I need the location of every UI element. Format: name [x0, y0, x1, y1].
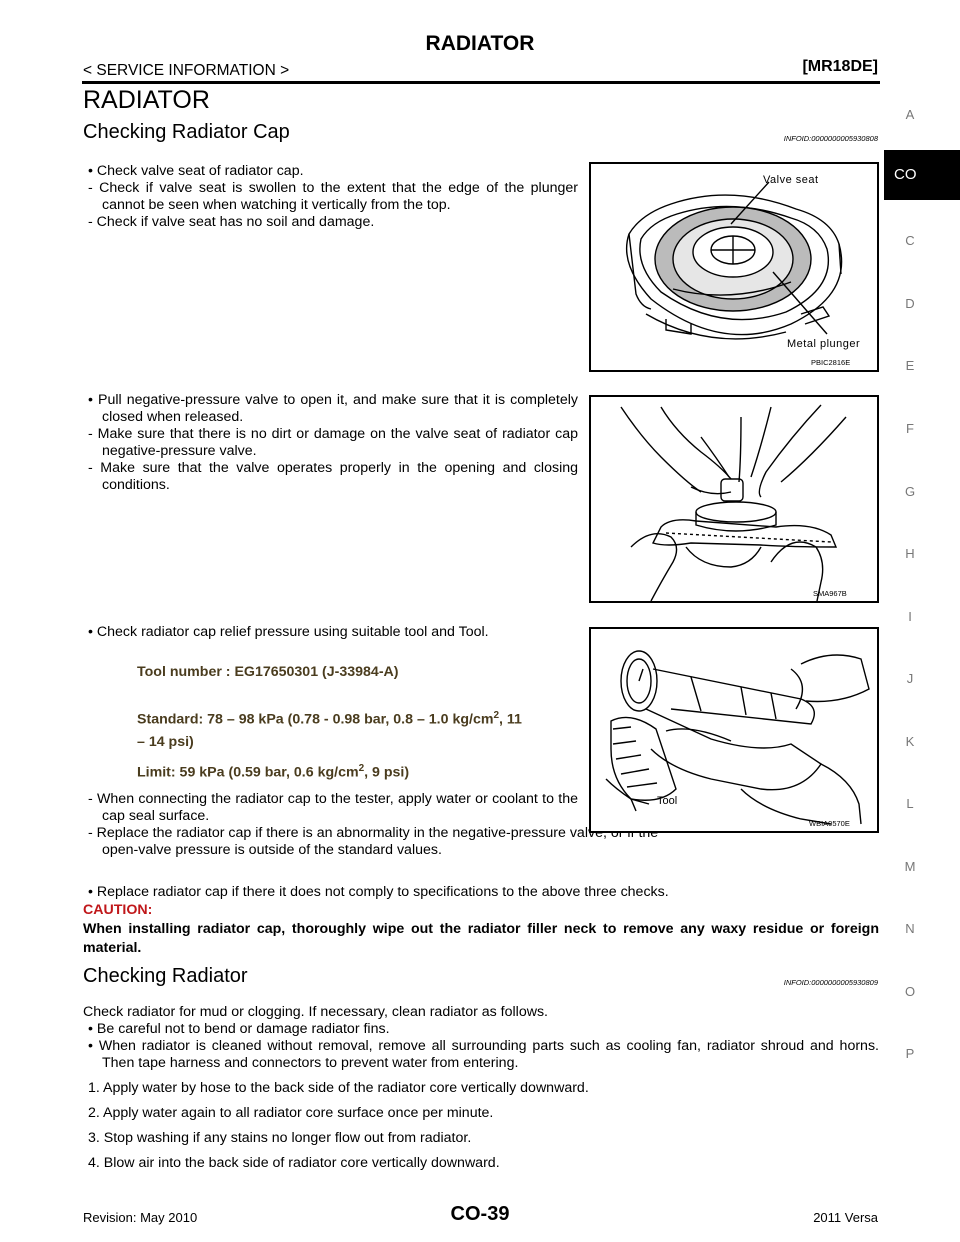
index-letter[interactable]: E: [905, 358, 915, 373]
figure-radiator-cap: Valve seat Metal plunger PBIC2816E: [589, 162, 879, 372]
superscript: 2: [358, 763, 365, 774]
page-number: CO-39: [450, 1203, 510, 1225]
index-letter[interactable]: N: [905, 921, 915, 936]
list-item: - Make sure that there is no dirt or dam…: [88, 426, 578, 459]
index-letter[interactable]: D: [905, 296, 915, 311]
infoid-radiator: INFOID:0000000005930809: [783, 978, 878, 987]
standard-spec: Standard: 78 – 98 kPa (0.78 - 0.98 bar, …: [137, 705, 587, 753]
standard-text: Standard: 78 – 98 kPa (0.78 - 0.98 bar, …: [137, 711, 494, 728]
footer-revision: Revision: May 2010: [83, 1210, 198, 1225]
index-tab-active[interactable]: CO: [884, 150, 960, 200]
pull-valve-drawing: [620, 404, 847, 601]
caution-heading: CAUTION:: [83, 902, 153, 918]
section-heading-radiator: Checking Radiator: [83, 965, 248, 987]
standard-text-cont: – 14 psi): [137, 733, 194, 750]
index-letter[interactable]: A: [905, 107, 915, 122]
figure-code: SMA967B: [813, 589, 847, 598]
figure-pressure-tester: Tool WBIA0570E: [589, 627, 879, 833]
figure-pull-valve: SMA967B: [589, 395, 879, 603]
label-valve-seat: Valve seat: [763, 174, 819, 186]
superscript: 2: [493, 710, 500, 721]
tester-notes: - When connecting the radiator cap to th…: [88, 791, 578, 825]
block-valve-seat: • Check valve seat of radiator cap. - Ch…: [88, 163, 578, 231]
label-metal-plunger: Metal plunger: [787, 338, 861, 350]
list-item: - When connecting the radiator cap to th…: [88, 791, 578, 824]
index-letter[interactable]: F: [906, 421, 914, 436]
intro-text: Check radiator for mud or clogging. If n…: [83, 1004, 548, 1020]
step-item: 3. Stop washing if any stains no longer …: [88, 1130, 472, 1146]
figure-code: WBIA0570E: [809, 819, 850, 828]
index-letter[interactable]: M: [904, 859, 916, 874]
radiator-cleaning: Check radiator for mud or clogging. If n…: [83, 1004, 879, 1172]
index-letter[interactable]: L: [906, 796, 914, 811]
radiator-cap-drawing: [625, 181, 843, 340]
limit-spec: Limit: 59 kPa (0.59 bar, 0.6 kg/cm2, 9 p…: [137, 758, 409, 784]
list-item: - Check if valve seat is swollen to the …: [88, 180, 578, 213]
replace-note: • Replace radiator cap if there it does …: [88, 884, 669, 900]
step-item: 1. Apply water by hose to the back side …: [88, 1080, 589, 1096]
standard-text-end: , 11: [499, 711, 522, 728]
index-letter[interactable]: H: [905, 546, 915, 561]
index-letter[interactable]: P: [905, 1046, 915, 1061]
index-letter[interactable]: C: [905, 233, 915, 248]
section-label: < SERVICE INFORMATION >: [83, 62, 290, 79]
section-heading-cap: Checking Radiator Cap: [83, 121, 290, 143]
index-letter[interactable]: O: [904, 984, 916, 999]
page-title: RADIATOR: [83, 86, 210, 114]
list-item: - Check if valve seat has no soil and da…: [88, 214, 375, 230]
list-item: • When radiator is cleaned without remov…: [88, 1038, 879, 1071]
bullet-text: • Check radiator cap relief pressure usi…: [88, 624, 489, 640]
limit-text-end: , 9 psi): [364, 764, 410, 781]
footer-model: 2011 Versa: [813, 1210, 878, 1225]
index-letter[interactable]: I: [908, 609, 912, 624]
figure-code: PBIC2816E: [811, 358, 851, 367]
running-title: RADIATOR: [425, 32, 535, 55]
infoid-cap: INFOID:0000000005930808: [783, 134, 878, 143]
tool-number: Tool number : EG17650301 (J-33984-A): [137, 664, 399, 680]
index-letter[interactable]: K: [905, 734, 915, 749]
index-letter[interactable]: J: [906, 671, 914, 686]
bullet-text: • Check valve seat of radiator cap.: [88, 163, 304, 179]
pressure-tester-drawing: [605, 650, 870, 825]
index-letter[interactable]: G: [904, 484, 916, 499]
list-item: • Be careful not to bend or damage radia…: [88, 1021, 390, 1037]
block-negative-valve: • Pull negative-pressure valve to open i…: [88, 392, 578, 494]
block-relief-pressure: • Check radiator cap relief pressure usi…: [88, 624, 578, 641]
list-item: - Replace the radiator cap if there is a…: [88, 825, 659, 858]
step-item: 4. Blow air into the back side of radiat…: [88, 1155, 500, 1171]
header-rule: [82, 81, 880, 84]
caution-body: When installing radiator cap, thoroughly…: [83, 921, 879, 956]
bullet-text: • Pull negative-pressure valve to open i…: [88, 392, 578, 425]
step-item: 2. Apply water again to all radiator cor…: [88, 1105, 494, 1121]
limit-text: Limit: 59 kPa (0.59 bar, 0.6 kg/cm: [137, 764, 359, 781]
label-tool: Tool: [657, 795, 678, 807]
list-item: - Make sure that the valve operates prop…: [88, 460, 578, 493]
engine-label: [MR18DE]: [802, 58, 878, 75]
